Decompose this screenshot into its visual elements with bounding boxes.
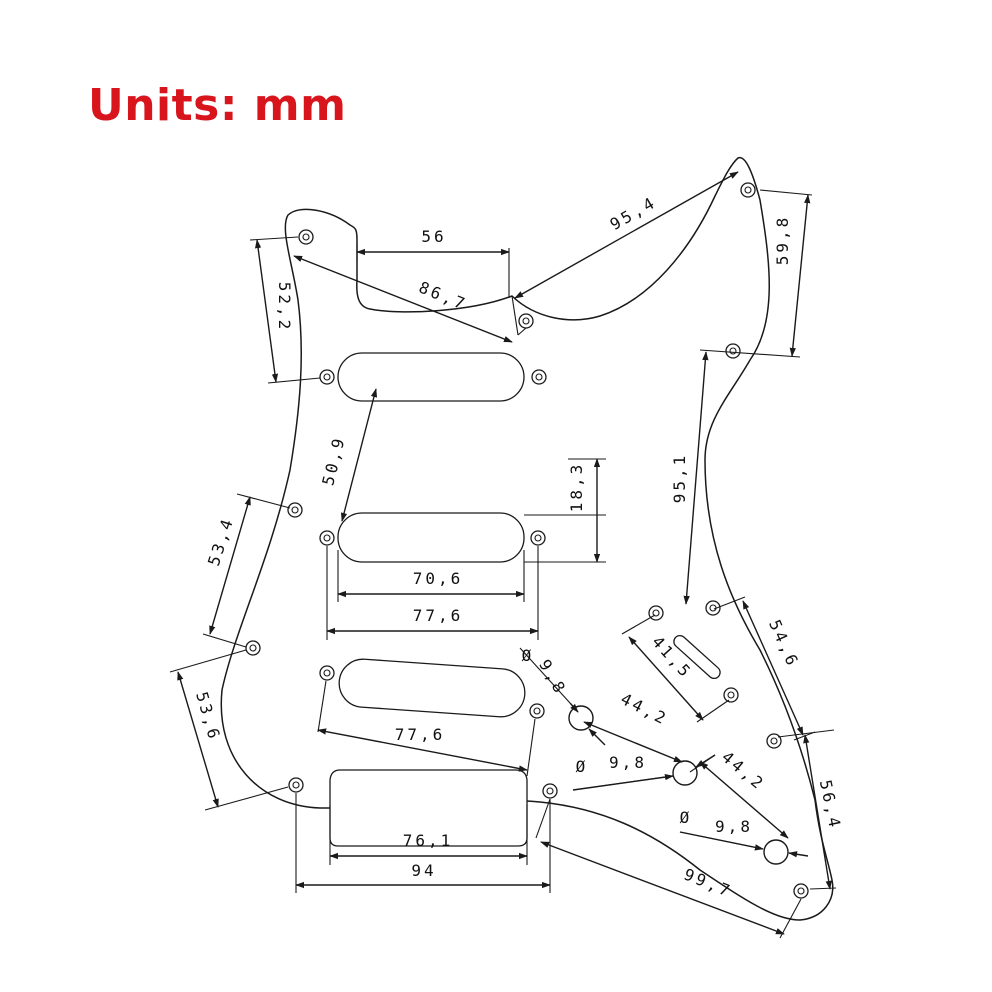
dim-label-52-2: 52,2 [275,282,294,333]
middle-pickup-slot [337,512,525,563]
screw-hole [793,883,809,899]
dim-label-94: 94 [411,861,436,880]
screw-hole [529,703,545,719]
dimension-lines [177,171,832,935]
dim-label-9-8-tone1: 9,8 [609,753,647,772]
dim-label-18-3: 18,3 [567,462,586,513]
screw-hole [530,530,546,546]
screw-hole [531,369,547,385]
volume-knob-hole [568,705,594,731]
dim-label-76-1: 76,1 [403,831,454,850]
screw-hole [288,777,304,793]
units-title: Units: mm [88,80,347,131]
tone-knob-hole-1 [672,760,698,786]
screw-hole [518,313,534,329]
dim-label-56-4: 56,4 [816,778,845,831]
tone-knob-hole-2 [763,839,789,865]
screw-hole [542,783,558,799]
dim-label-59-8: 59,8 [773,215,792,266]
dim-label-56: 56 [421,227,446,246]
dim-label-70-6: 70,6 [413,569,464,588]
dim-label-50-9: 50,9 [318,434,349,488]
dim-label-44-2-lower: 44,2 [718,747,769,794]
dim-label-77-6-middle: 77,6 [413,606,464,625]
diameter-symbol: Ø [522,646,535,665]
diameter-symbol: Ø [576,757,589,776]
dim-label-95-4: 95,4 [607,192,660,234]
screw-hole [319,665,335,681]
dim-label-99-7: 99,7 [681,865,735,902]
diameter-symbol: Ø [680,808,693,827]
screw-hole [766,733,782,749]
screw-hole [298,229,314,245]
dim-label-44-2-upper: 44,2 [618,689,672,729]
neck-pickup-slot [337,352,525,402]
humbucker-slot [329,769,528,847]
screw-hole [319,369,335,385]
screw-hole [648,605,664,621]
screw-hole [740,182,756,198]
screw-hole [705,600,721,616]
screw-hole [287,502,303,518]
dim-label-95-1: 95,1 [670,453,689,504]
dim-label-9-8-tone2: 9,8 [715,817,753,836]
dim-label-86-7: 86,7 [416,278,470,315]
dim-label-9-8-volume: 9,8 [535,656,570,698]
screw-hole [319,530,335,546]
dim-label-53-4: 53,4 [204,514,238,568]
screw-hole [245,640,261,656]
bridge-pickup-slot [338,658,526,718]
screw-hole [723,687,739,703]
dim-label-77-6-bridge: 77,6 [395,725,446,744]
screw-hole [725,343,741,359]
